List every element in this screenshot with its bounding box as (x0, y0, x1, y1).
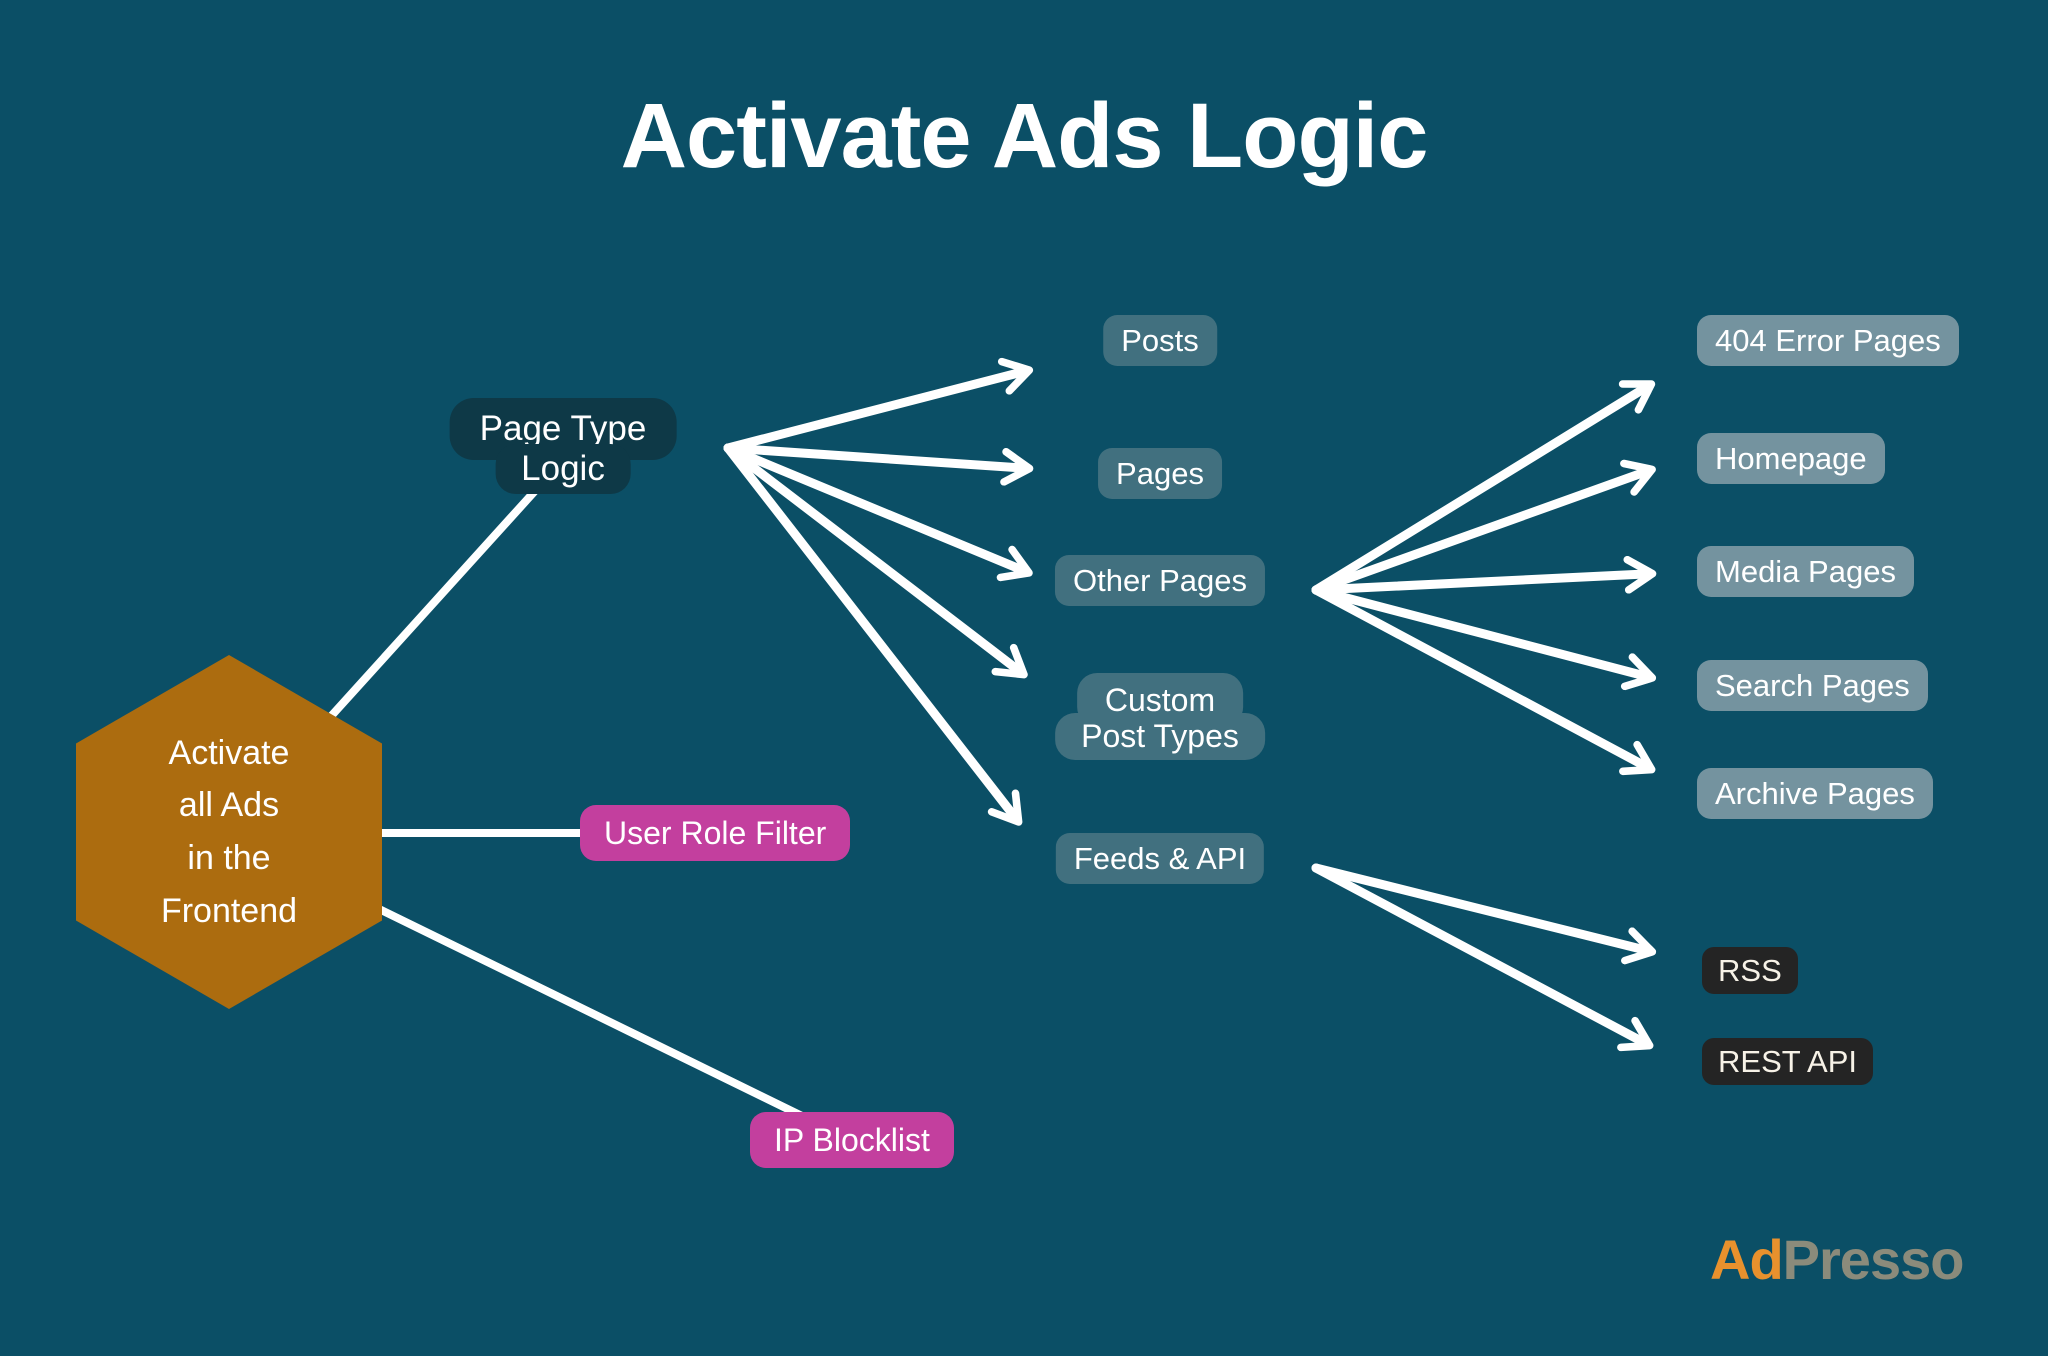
edge-pagetype-pages (723, 443, 1034, 486)
node-custom-post-types: Custom Post Types (1055, 673, 1265, 760)
node-custom-post-types-line2: Post Types (1055, 713, 1265, 760)
node-page-type-logic: Page Type Logic (449, 398, 677, 494)
node-user-role-filter: User Role Filter (580, 805, 851, 862)
node-ip-blocklist: IP Blocklist (750, 1112, 954, 1169)
node-rest-api: REST API (1702, 1038, 1873, 1086)
node-posts: Posts (1103, 315, 1217, 367)
node-activate-all-ads-label: Activate all Ads in the Frontend (160, 733, 298, 930)
edge-pagetype-feeds-api (723, 443, 1023, 826)
adpresso-logo-presso: Presso (1782, 1228, 1965, 1291)
node-search-pages: Search Pages (1697, 660, 1928, 712)
node-homepage: Homepage (1697, 433, 1885, 485)
edge-feedsapi-rest-api (1311, 863, 1654, 1052)
edge-otherpages-search (1311, 585, 1657, 691)
node-feeds-api: Feeds & API (1055, 833, 1265, 885)
node-404-error-pages: 404 Error Pages (1697, 315, 1959, 367)
adpresso-logo-ad: Ad (1710, 1228, 1784, 1291)
node-activate-all-ads: Activate all Ads in the Frontend (76, 655, 382, 1009)
node-media-pages: Media Pages (1697, 546, 1914, 598)
edge-pagetype-posts (723, 357, 1034, 453)
node-other-pages: Other Pages (1054, 555, 1266, 607)
edge-otherpages-media (1311, 555, 1657, 595)
node-pages: Pages (1098, 448, 1222, 500)
node-rss: RSS (1702, 947, 1798, 995)
edge-otherpages-404 (1311, 380, 1656, 595)
edge-otherpages-archive (1311, 585, 1656, 776)
edge-pagetype-custom-post-types (723, 443, 1028, 679)
node-archive-pages: Archive Pages (1697, 768, 1933, 820)
edge-otherpages-homepage (1311, 459, 1656, 595)
node-page-type-logic-line2: Logic (495, 444, 631, 494)
adpresso-logo: AdPresso (1710, 1226, 1965, 1293)
edge-feedsapi-rss (1311, 863, 1657, 965)
page-title: Activate Ads Logic (620, 85, 1429, 187)
edge-pagetype-other-pages (723, 443, 1033, 582)
